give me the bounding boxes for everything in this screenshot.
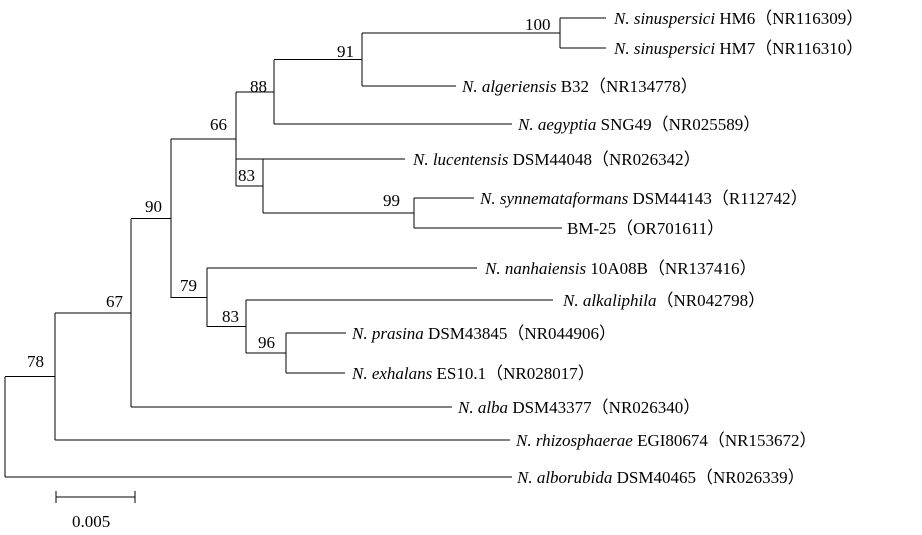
taxon-label: N. sinuspersici HM6（NR116309） [613,9,863,28]
taxon-accession: （OR701611） [616,219,724,238]
bootstrap-value: 90 [145,197,162,216]
taxon-accession: （NR026342） [592,150,701,169]
taxon-species: N. sinuspersici [613,39,715,58]
taxon-species: N. exhalans [351,364,433,383]
bootstrap-values: 100 91 88 66 83 99 90 79 83 96 67 78 [27,15,551,371]
taxon-accession: （NR137416） [648,259,757,278]
taxon-label: N. sinuspersici HM7（NR116310） [613,39,863,58]
taxon-strain: DSM43845 [424,324,508,343]
taxon-species: N. aegyptia [517,115,596,134]
taxon-species: N. synnemataformans [479,189,629,208]
taxon-accession: （NR028017） [486,364,595,383]
bootstrap-value: 88 [250,77,267,96]
bootstrap-value: 99 [383,191,400,210]
bootstrap-value: 78 [27,352,44,371]
taxon-label: N. algeriensis B32（NR134778） [461,77,698,96]
taxon-strain: DSM40465 [612,468,696,487]
taxon-accession: （NR116310） [755,39,863,58]
taxon-accession: （NR153672） [708,431,817,450]
taxon-accession: （NR042798） [657,291,766,310]
bootstrap-value: 83 [222,307,239,326]
bootstrap-value: 96 [258,333,275,352]
taxon-labels: N. sinuspersici HM6（NR116309）N. sinusper… [351,9,863,487]
taxon-strain: HM6 [715,9,755,28]
taxon-strain: ES10.1 [432,364,486,383]
taxon-accession: （NR026339） [696,468,805,487]
tree-branches [4,17,606,478]
taxon-strain: DSM43377 [508,398,592,417]
taxon-accession: （NR134778） [589,77,698,96]
taxon-strain: SNG49 [596,115,651,134]
taxon-label: N. rhizosphaerae EGI80674（NR153672） [515,431,817,450]
taxon-species: N. alborubida [516,468,612,487]
bootstrap-value: 83 [238,166,255,185]
taxon-species: N. sinuspersici [613,9,715,28]
taxon-strain: B32 [556,77,589,96]
taxon-strain: HM7 [715,39,756,58]
taxon-species: N. lucentensis [412,150,509,169]
taxon-species: N. alkaliphila [562,291,657,310]
bootstrap-value: 100 [525,15,551,34]
taxon-label: N. prasina DSM43845（NR044906） [351,324,616,343]
taxon-label: N. alborubida DSM40465（NR026339） [516,468,805,487]
taxon-label: N. alba DSM43377（NR026340） [457,398,700,417]
taxon-accession: （NR025589） [652,115,761,134]
taxon-strain: BM-25 [567,219,616,238]
taxon-species: N. alba [457,398,508,417]
taxon-label: N. lucentensis DSM44048（NR026342） [412,150,701,169]
taxon-accession: （NR116309） [755,9,863,28]
taxon-species: N. algeriensis [461,77,557,96]
taxon-accession: （NR044906） [507,324,616,343]
bootstrap-value: 67 [106,292,124,311]
taxon-species: N. nanhaiensis [484,259,586,278]
taxon-strain: DSM44143 [628,189,712,208]
bootstrap-value: 79 [180,276,197,295]
taxon-label: N. exhalans ES10.1（NR028017） [351,364,595,383]
taxon-label: N. alkaliphila（NR042798） [562,291,765,310]
taxon-species: N. prasina [351,324,424,343]
taxon-label: N. nanhaiensis 10A08B（NR137416） [484,259,757,278]
taxon-species: N. rhizosphaerae [515,431,633,450]
taxon-label: N. synnemataformans DSM44143（R112742） [479,189,808,208]
taxon-strain: DSM44048 [508,150,592,169]
taxon-label: N. aegyptia SNG49（NR025589） [517,115,760,134]
taxon-accession: （R112742） [712,189,808,208]
taxon-strain: 10A08B [586,259,648,278]
scale-bar-label: 0.005 [72,512,110,531]
taxon-label: BM-25（OR701611） [567,219,724,238]
scale-bar: 0.005 [55,491,136,531]
taxon-accession: （NR026340） [592,398,701,417]
bootstrap-value: 91 [337,42,354,61]
bootstrap-value: 66 [210,115,227,134]
taxon-strain: EGI80674 [633,431,709,450]
